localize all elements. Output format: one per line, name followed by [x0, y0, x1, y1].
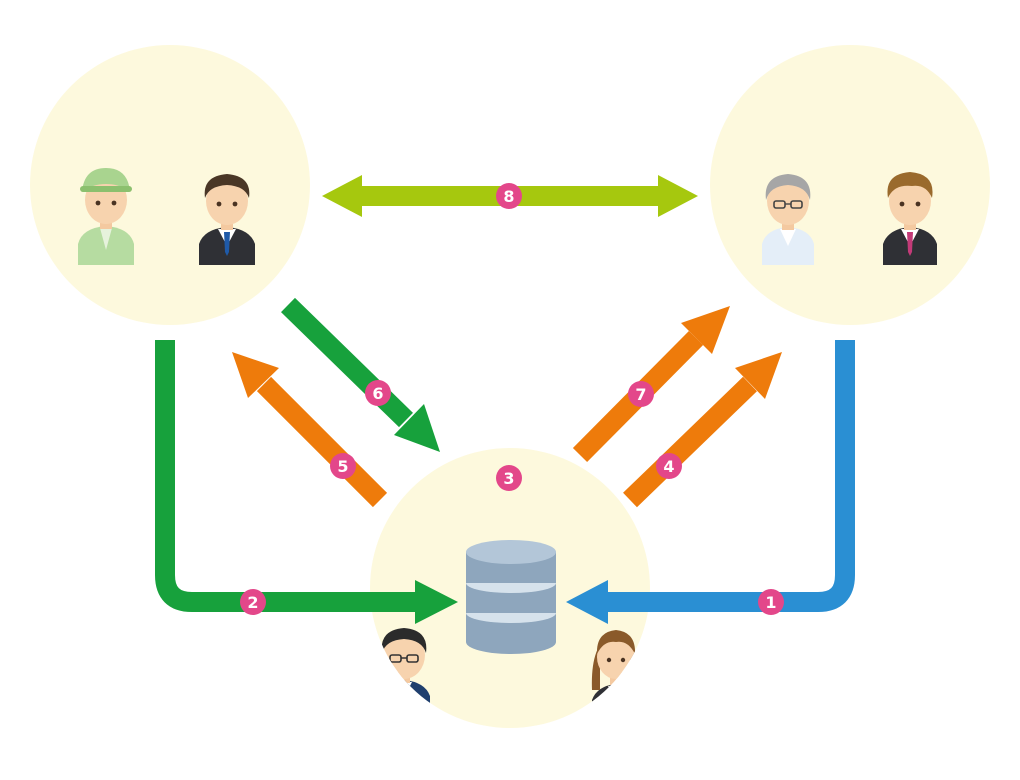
badge-6: 6	[365, 380, 391, 406]
badge-2: 2	[240, 589, 266, 615]
right-party-circle	[710, 45, 990, 325]
database-icon	[466, 540, 556, 654]
staff-woman-icon	[591, 630, 641, 720]
svg-text:1: 1	[765, 593, 776, 612]
badge-3: 3	[496, 465, 522, 491]
arrow-1-right-to-database	[566, 340, 855, 624]
businessman-blue-tie-icon	[199, 174, 255, 265]
svg-text:7: 7	[635, 385, 646, 404]
svg-text:3: 3	[503, 469, 514, 488]
elder-glasses-icon	[762, 174, 814, 265]
badge-8: 8	[496, 183, 522, 209]
businessman-pink-tie-icon	[883, 172, 937, 265]
worker-cap-icon	[78, 168, 134, 265]
arrow-5-to-left-party	[232, 352, 388, 508]
badge-7: 7	[628, 381, 654, 407]
svg-text:2: 2	[247, 593, 258, 612]
badge-1: 1	[758, 589, 784, 615]
svg-text:6: 6	[372, 384, 383, 403]
svg-text:4: 4	[663, 457, 674, 476]
arrow-4-to-right-party	[623, 352, 782, 508]
badge-4: 4	[656, 453, 682, 479]
svg-text:5: 5	[337, 457, 348, 476]
badge-5: 5	[330, 453, 356, 479]
svg-text:8: 8	[503, 187, 514, 206]
arrow-2-left-to-database	[155, 340, 458, 624]
left-party-circle	[30, 45, 310, 325]
